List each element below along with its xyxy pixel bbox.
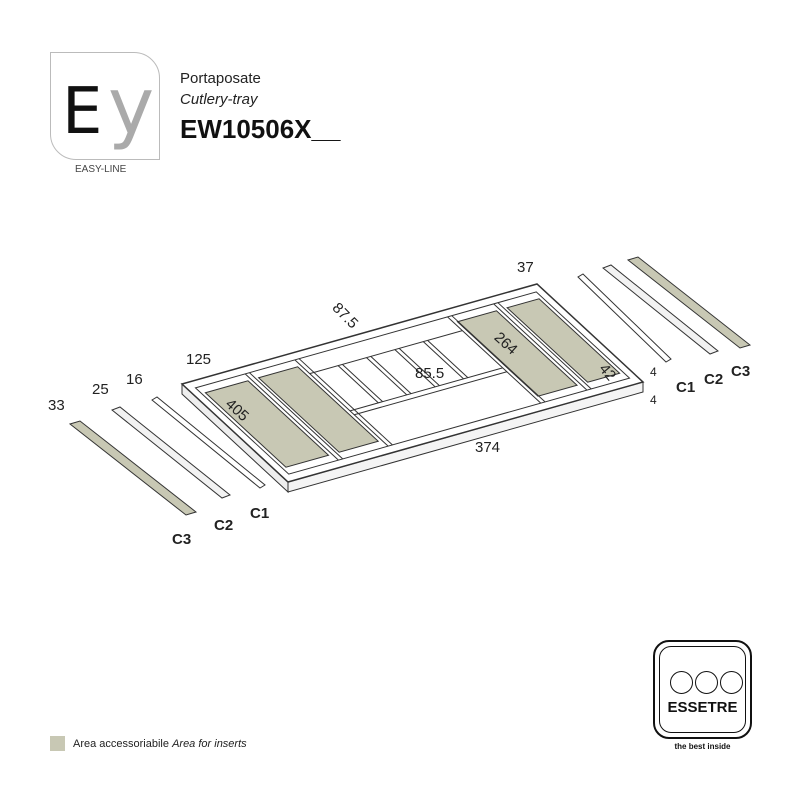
easy-line-logo xyxy=(50,52,160,160)
part-right-c1: C1 xyxy=(676,379,695,396)
cross-divider xyxy=(294,359,389,447)
legend-label-it: Area accessoriabile xyxy=(73,737,169,750)
part-left-c2: C2 xyxy=(214,517,233,534)
part-right-c2: C2 xyxy=(704,371,723,388)
strip-right-c2 xyxy=(602,264,719,355)
cross-divider xyxy=(451,315,546,403)
product-code: EW10506X__ xyxy=(180,114,341,144)
legend-swatch xyxy=(50,736,65,751)
dim-87-5: 87.5 xyxy=(329,299,362,332)
small-divider xyxy=(342,364,383,403)
cross-divider xyxy=(244,373,339,461)
logo-circle xyxy=(720,671,743,694)
dim-37: 37 xyxy=(517,259,534,276)
legend-label-en: Area for inserts xyxy=(172,737,247,750)
small-divider xyxy=(398,348,440,387)
part-left-c1: C1 xyxy=(250,505,269,522)
logo-circle xyxy=(695,671,718,694)
dim-4-bottom: 4 xyxy=(650,393,657,407)
insert-area xyxy=(204,380,330,468)
strip-left-c3 xyxy=(68,420,198,516)
small-divider xyxy=(337,365,379,404)
dim-374: 374 xyxy=(475,439,500,456)
logo-circle xyxy=(670,671,693,694)
logo-letter-e: E xyxy=(62,75,103,149)
cross-divider xyxy=(298,358,393,446)
insert-area xyxy=(257,366,380,453)
line-name: EASY-LINE xyxy=(75,164,127,175)
cross-divider xyxy=(493,303,588,391)
small-divider xyxy=(394,349,436,388)
strip-right-c1 xyxy=(577,273,672,363)
cross-divider xyxy=(249,372,344,460)
title-english: Cutlery-tray xyxy=(180,91,258,108)
legend: Area accessoriabile Area for inserts xyxy=(50,736,247,751)
strip-right-c3 xyxy=(626,256,752,349)
manufacturer-name: ESSETRE xyxy=(667,699,738,716)
dim-33: 33 xyxy=(48,397,65,414)
insert-area xyxy=(456,310,579,397)
insert-area xyxy=(506,298,621,383)
strips xyxy=(68,256,752,516)
part-labels: C1 C2 C3 C1 C2 C3 xyxy=(172,363,750,548)
cross-divider xyxy=(447,316,542,404)
strip-left-c1 xyxy=(151,396,266,489)
small-divider xyxy=(427,340,469,379)
small-divider xyxy=(370,356,412,395)
logo-letter-y: y xyxy=(108,62,155,152)
cross-divider xyxy=(497,302,592,390)
long-divider xyxy=(349,367,503,412)
long-divider xyxy=(354,371,508,416)
long-divider xyxy=(309,330,463,375)
dim-125: 125 xyxy=(186,351,211,368)
essetre-logo: ESSETRE xyxy=(653,640,752,739)
manufacturer-tagline: the best inside xyxy=(674,742,731,751)
dimension-labels: 33 25 16 125 405 87.5 85.5 264 37 42 374… xyxy=(48,259,657,456)
dim-85-5: 85.5 xyxy=(415,365,444,382)
dim-25: 25 xyxy=(92,381,109,398)
title-italian: Portaposate xyxy=(180,70,261,87)
tray xyxy=(180,283,645,494)
part-left-c3: C3 xyxy=(172,531,191,548)
strip-left-c2 xyxy=(111,406,231,499)
small-divider xyxy=(422,341,464,380)
dim-4-top: 4 xyxy=(650,365,657,379)
part-right-c3: C3 xyxy=(731,363,750,380)
small-divider xyxy=(366,357,408,396)
dim-16: 16 xyxy=(126,371,143,388)
